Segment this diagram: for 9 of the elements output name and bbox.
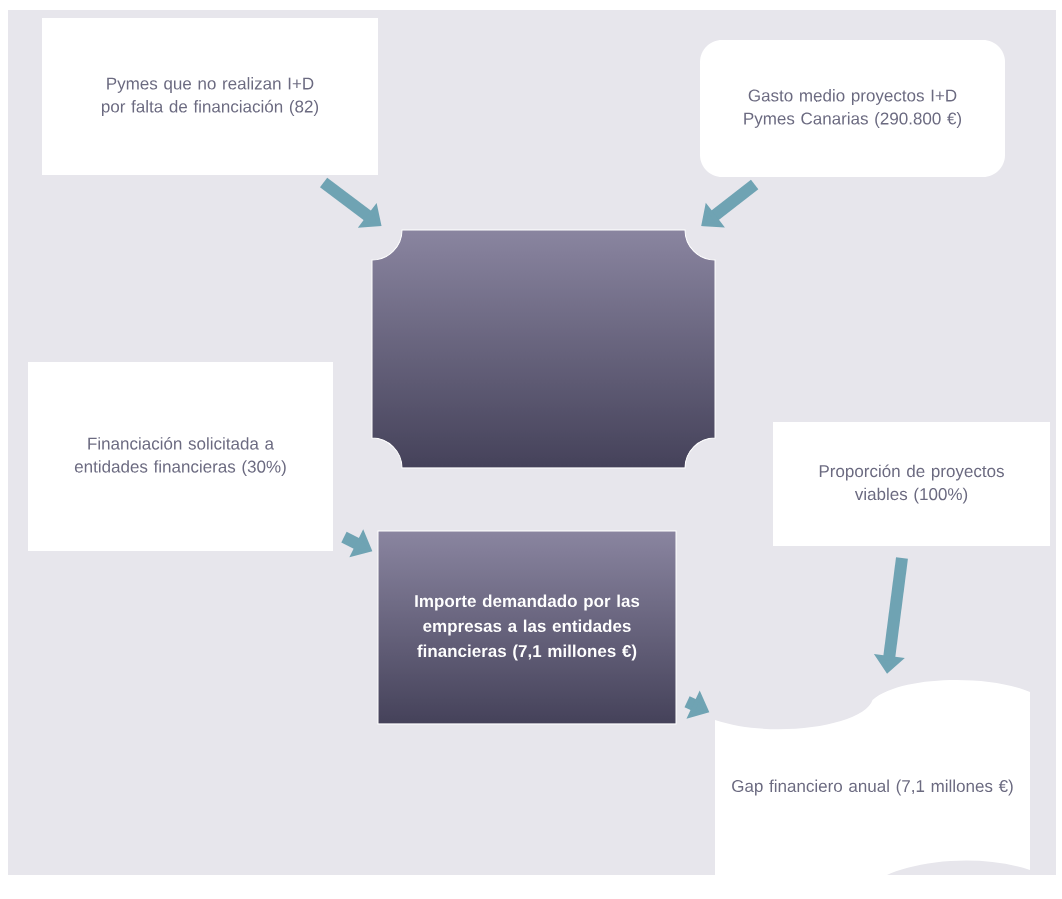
plaque-shape: [371, 229, 716, 469]
node-label: Gap financiero anual (7,1 millones €): [732, 779, 1013, 796]
rounded-box: Gasto medio proyectos I+D Pymes Canarias (290.800 €): [700, 40, 1005, 177]
result-box: Importe demandado por las empresas a las entidades financieras (7,1 millones €): [377, 530, 677, 725]
block-arrow: [320, 177, 382, 228]
text-box: Proporción de proyectos viables (100%): [773, 422, 1050, 546]
text-box: Pymes que no realizan I+D por falta de financiación (82): [42, 18, 378, 175]
note-box: Financiación solicitada a entidades financieras (30%): [28, 362, 333, 551]
block-arrow: [701, 179, 759, 228]
